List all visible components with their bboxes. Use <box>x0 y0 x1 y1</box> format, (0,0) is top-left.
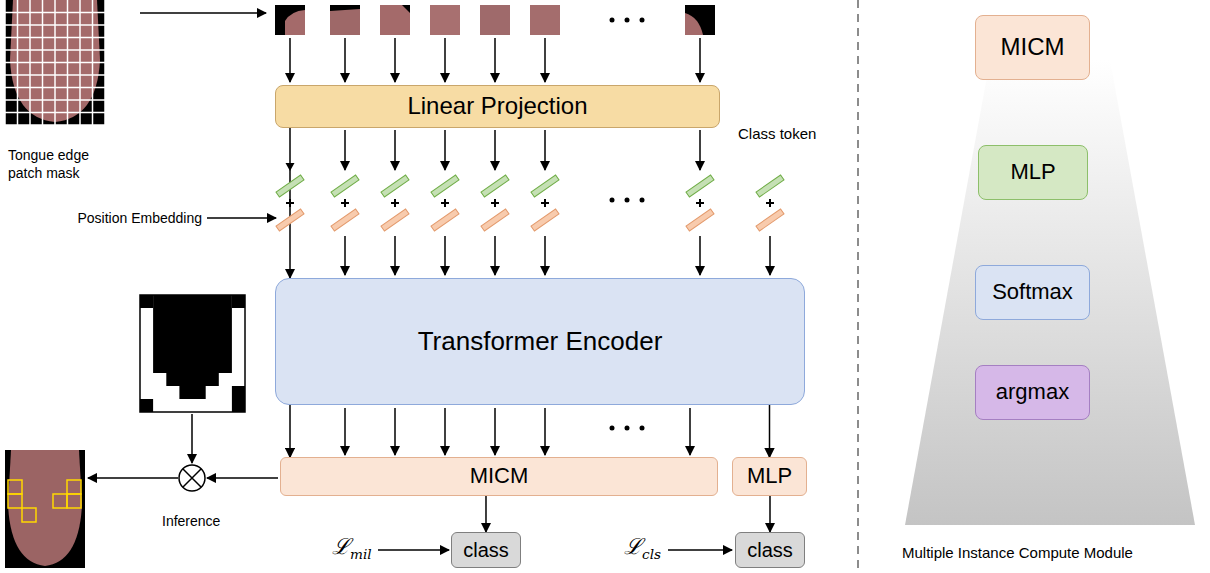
flow-arrows <box>345 408 690 455</box>
flow-arrow <box>207 477 278 479</box>
tongue-image <box>5 0 105 125</box>
mlp-box: MLP <box>978 145 1088 200</box>
token-embeddings <box>276 175 784 231</box>
module-caption: Multiple Instance Compute Module <box>902 543 1133 563</box>
math-subscript: cls <box>642 546 661 562</box>
embedding-label: Position Embedding <box>40 209 202 227</box>
softmax-box: Softmax <box>975 265 1090 320</box>
patch-row <box>275 5 715 35</box>
inference-label: Inference <box>162 512 220 530</box>
output-box: class <box>735 532 805 568</box>
arrow-head <box>286 163 295 171</box>
box-text: MICM <box>1001 33 1065 62</box>
loss-label: ℒmil <box>332 533 372 564</box>
flow-arrows <box>345 236 770 275</box>
flow-arrows <box>290 38 700 82</box>
module-box: MICM <box>975 15 1090 80</box>
flow-arrow <box>88 477 178 479</box>
token-label: Class token <box>738 124 816 144</box>
separator-line <box>857 0 859 573</box>
projection-box: Linear Projection <box>275 85 720 128</box>
connector-arrow <box>769 405 771 457</box>
output-tongue-image <box>5 450 85 568</box>
math-symbol: ℒ <box>624 534 642 559</box>
mask-label: Tongue edge patch mask <box>8 146 108 182</box>
leader-arrow <box>668 549 732 551</box>
loss-label: ℒcls <box>624 533 661 564</box>
box-text: MLP <box>747 463 792 489</box>
flow-arrow <box>191 414 193 463</box>
mlp-box: MLP <box>732 457 807 495</box>
math-subscript: mil <box>350 546 372 562</box>
multiply-symbol <box>179 465 205 491</box>
module-box: MICM <box>280 457 718 495</box>
math-symbol: ℒ <box>332 534 350 559</box>
flow-arrow <box>140 12 266 14</box>
box-text: class <box>463 538 509 562</box>
box-text: MICM <box>470 463 529 489</box>
flow-arrows <box>345 130 700 170</box>
connector-arrow <box>769 496 771 532</box>
box-text: Linear Projection <box>407 92 587 121</box>
ellipsis-dots <box>610 426 645 431</box>
box-text: Transformer Encoder <box>418 326 663 357</box>
mask-image <box>140 295 245 412</box>
box-text: Softmax <box>992 279 1073 305</box>
box-text: class <box>747 538 793 562</box>
connector-arrow <box>289 405 291 457</box>
connector-arrow <box>485 496 487 532</box>
encoder-box: Transformer Encoder <box>275 278 805 405</box>
panel-trapezoid <box>905 60 1195 525</box>
box-text: MLP <box>1010 159 1055 185</box>
leader-arrow <box>207 217 276 219</box>
argmax-box: argmax <box>975 365 1090 420</box>
box-text: argmax <box>996 379 1069 405</box>
output-box: class <box>451 532 521 568</box>
leader-arrow <box>378 549 449 551</box>
